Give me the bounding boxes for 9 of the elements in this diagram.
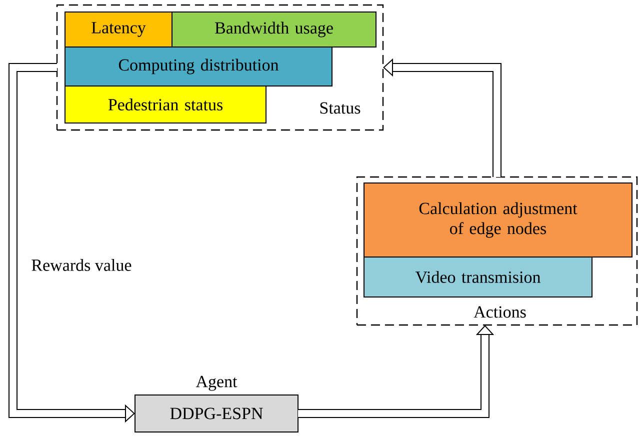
text-box: Latency xyxy=(64,12,172,48)
text-box: Bandwidth usage xyxy=(172,12,376,48)
text-box: Pedestrian status xyxy=(64,86,266,124)
text-box: DDPG-ESPN xyxy=(134,394,298,432)
text-box: Computing distribution xyxy=(64,46,332,86)
text-box: Video transmision xyxy=(364,256,592,298)
caption-text: Agent xyxy=(196,376,238,391)
edge-label: Rewards value xyxy=(30,258,133,272)
text-box: Calculation adjustment of edge nodes xyxy=(364,182,632,258)
